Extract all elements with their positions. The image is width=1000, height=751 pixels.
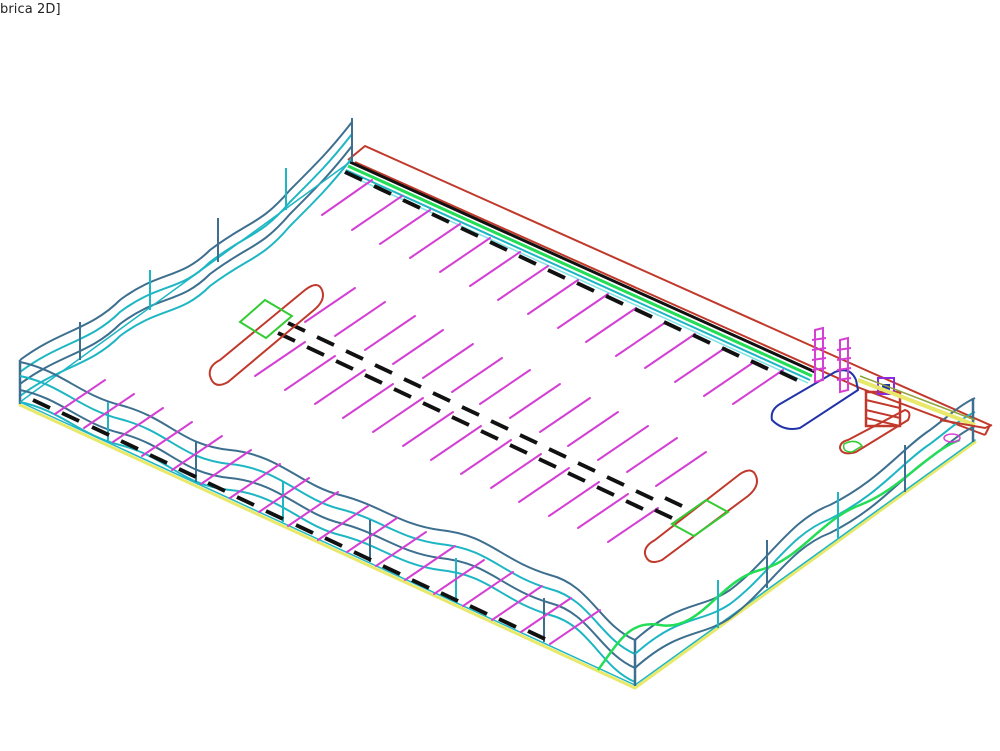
viewport-label[interactable]: brica 2D] bbox=[0, 2, 61, 17]
wheel-stops bbox=[32, 170, 798, 641]
fence-front-left bbox=[19, 361, 637, 686]
entry-island-red bbox=[838, 408, 911, 455]
parking-stall-lines bbox=[54, 179, 784, 645]
guard-booth bbox=[857, 375, 976, 428]
boundary-corner-right bbox=[939, 419, 993, 443]
fence-front-right bbox=[596, 397, 976, 671]
entry-island-blue bbox=[770, 369, 860, 430]
landscape-island-left bbox=[208, 284, 324, 386]
ground-edge bbox=[18, 401, 977, 690]
entry-gates bbox=[811, 326, 852, 394]
back-walkway bbox=[343, 160, 816, 384]
fence-back-left bbox=[18, 118, 353, 404]
landscape-island-right bbox=[643, 469, 758, 563]
